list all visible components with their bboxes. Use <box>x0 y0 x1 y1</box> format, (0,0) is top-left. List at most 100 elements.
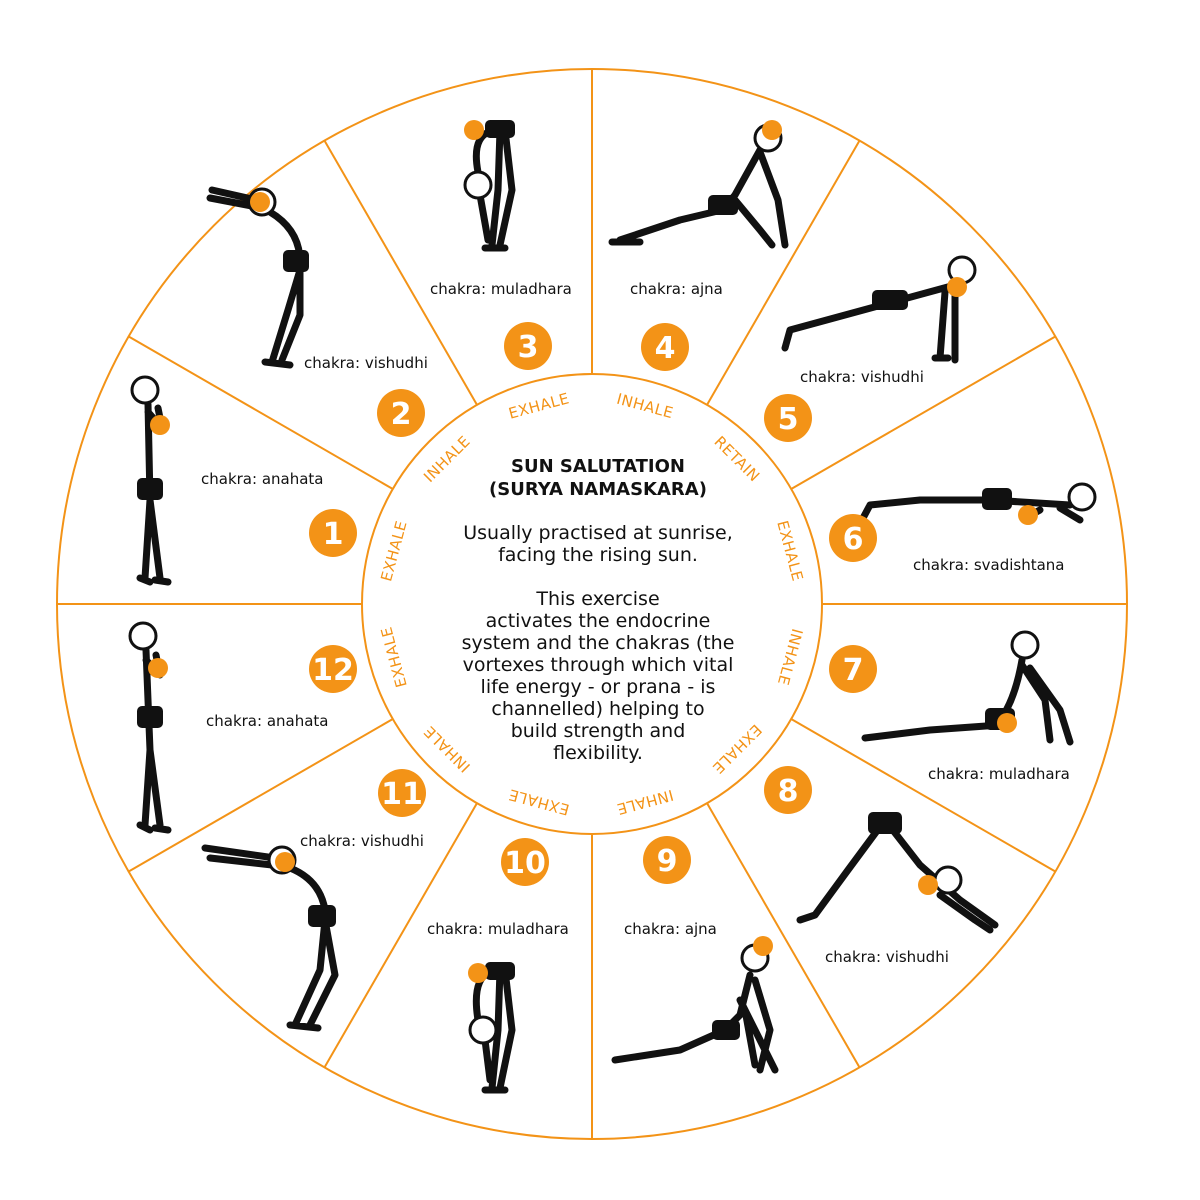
chakra-dot <box>250 192 270 212</box>
head <box>130 375 160 405</box>
step-number-badge <box>641 323 689 371</box>
inner-circle <box>361 373 823 835</box>
title-line-1: SUN SALUTATION <box>511 456 685 477</box>
chakra-label: chakra: muladhara <box>427 920 569 938</box>
shorts <box>708 195 738 215</box>
step-11: 11 chakra: vishudhi <box>300 769 426 850</box>
spokes <box>57 69 1127 1139</box>
step-number: 11 <box>381 777 423 812</box>
pose-figure-4 <box>608 120 789 249</box>
step-number: 7 <box>843 653 864 688</box>
spoke <box>128 335 394 490</box>
center-text: SUN SALUTATION (SURYA NAMASKARA) Usually… <box>462 456 735 764</box>
chakra-label: chakra: vishudhi <box>304 354 428 372</box>
para1-line: facing the rising sun. <box>498 544 698 566</box>
pose-figure-1 <box>130 375 172 586</box>
spoke <box>323 802 478 1068</box>
chakra-label: chakra: vishudhi <box>800 368 924 386</box>
chakra-dot <box>464 120 484 140</box>
step-7: 7 chakra: muladhara <box>829 645 1070 783</box>
body-outline <box>206 186 304 369</box>
chakra-label: chakra: ajna <box>624 920 717 938</box>
spoke <box>706 140 861 406</box>
step-number-badge <box>764 394 812 442</box>
step-number: 1 <box>323 517 344 552</box>
shorts <box>872 290 908 310</box>
step-number-badge <box>829 645 877 693</box>
para2-line: life energy - or prana - is <box>481 676 716 698</box>
step-9: 9 chakra: ajna <box>624 836 717 938</box>
chakra-dot <box>997 713 1017 733</box>
step-number: 9 <box>657 844 678 879</box>
shorts <box>982 488 1012 510</box>
step-number-badge <box>504 322 552 370</box>
step-number: 5 <box>778 402 799 437</box>
chakra-label: chakra: muladhara <box>928 765 1070 783</box>
body-outline <box>201 844 339 1032</box>
step-number-badge <box>309 509 357 557</box>
pose-figure-2 <box>206 186 309 369</box>
pose-figure-8 <box>796 812 999 934</box>
para2-line: flexibility. <box>553 742 643 764</box>
title-line-2: (SURYA NAMASKARA) <box>489 479 707 500</box>
chakra-dot <box>918 875 938 895</box>
step-number-badge <box>378 769 426 817</box>
step-number-badge <box>377 389 425 437</box>
spoke <box>323 140 478 406</box>
chakra-label: chakra: anahata <box>201 470 323 488</box>
chakra-dot <box>275 852 295 872</box>
chakra-label: chakra: vishudhi <box>300 832 424 850</box>
shorts <box>137 706 163 728</box>
step-number-badge <box>829 514 877 562</box>
para2-line: channelled) helping to <box>491 698 704 720</box>
pose-figure-9 <box>611 936 779 1074</box>
head <box>1010 630 1040 660</box>
chakra-dot <box>148 658 168 678</box>
step-number: 10 <box>504 846 546 881</box>
shorts <box>485 962 515 980</box>
step-1: 1 chakra: anahata <box>201 470 357 557</box>
pose-figure-12 <box>128 621 172 834</box>
pose-figure-5 <box>781 255 977 364</box>
shorts <box>308 905 336 927</box>
shorts <box>868 812 902 834</box>
para1-line: Usually practised at sunrise, <box>463 522 733 544</box>
para2-line: system and the chakras (the <box>462 632 735 654</box>
pose-figures <box>128 120 1097 1094</box>
shorts <box>137 478 163 500</box>
head <box>463 170 493 200</box>
step-number: 2 <box>391 397 412 432</box>
para2-line: build strength and <box>511 720 686 742</box>
step-number-badge <box>643 836 691 884</box>
body-outline <box>861 656 1074 746</box>
spoke <box>128 718 394 873</box>
body-outline <box>858 496 1084 524</box>
chakra-dot <box>150 415 170 435</box>
pose-figure-10 <box>468 962 516 1094</box>
spoke <box>790 718 1056 873</box>
head <box>933 865 963 895</box>
chakra-dot <box>762 120 782 140</box>
shorts <box>485 120 515 138</box>
shorts <box>283 250 309 272</box>
head <box>128 621 158 651</box>
step-number-badge <box>764 766 812 814</box>
chakra-dot <box>468 963 488 983</box>
body-outline <box>608 146 789 249</box>
pose-figure-11 <box>201 844 339 1032</box>
chakra-label: chakra: svadishtana <box>913 556 1064 574</box>
para2-line: vortexes through which vital <box>463 654 734 676</box>
chakra-dot <box>947 277 967 297</box>
spoke <box>706 802 861 1068</box>
body-outline <box>472 126 516 252</box>
step-number: 3 <box>518 330 539 365</box>
spoke <box>790 335 1056 490</box>
body-outline <box>611 971 779 1074</box>
para2-line: activates the endocrine <box>486 610 711 632</box>
